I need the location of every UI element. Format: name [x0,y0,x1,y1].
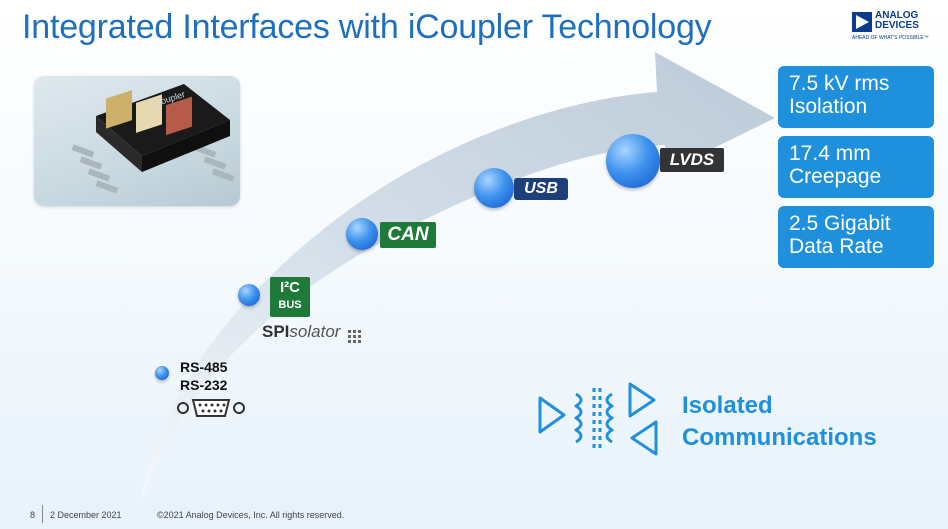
i2c-label: I²C [280,279,300,296]
i2c-node [238,284,260,306]
isolated-line2: Communications [682,424,877,451]
i2c-bus-badge: I²C BUS [270,277,310,317]
spi-grid-icon [348,330,361,343]
rs485-label: RS-485 [180,359,228,375]
can-badge: CAN [380,222,436,248]
spec-creepage-line2: Creepage [789,165,882,188]
spisolator-logo: SPIsolator [262,322,340,342]
rs232-label: RS-232 [180,377,228,393]
logo-tagline: AHEAD OF WHAT'S POSSIBLE™ [852,35,929,41]
rs-node [155,366,169,380]
spec-data-rate-line2: Data Rate [789,235,884,258]
spi-bold: SPI [262,322,290,341]
can-node [346,218,378,250]
logo-line1: ANALOG [875,10,919,21]
logo-wordmark: ANALOG DEVICES [875,11,935,31]
lvds-label: LVDS [669,150,715,169]
isolated-communications-label: Isolated Communications [682,390,877,454]
spec-data-rate-line1: 2.5 Gigabit [789,212,891,235]
rs-labels: RS-485 RS-232 [180,358,227,394]
footer-copyright: ©2021 Analog Devices, Inc. All rights re… [157,510,345,520]
spec-isolation: 7.5 kV rms Isolation [778,66,934,128]
usb-label: USB [524,180,558,197]
isolated-line1: Isolated [682,392,773,419]
spi-italic: solator [289,322,341,341]
spec-data-rate: 2.5 Gigabit Data Rate [778,206,934,268]
spec-creepage-line1: 17.4 mm [789,142,871,165]
footer-divider [42,505,43,523]
lvds-badge: LVDS [660,148,724,172]
analog-devices-logo: ANALOG DEVICES AHEAD OF WHAT'S POSSIBLE™ [852,11,935,46]
can-label: CAN [387,224,429,245]
isolator-symbol-icon [538,382,658,456]
icoupler-chip-photo: iCoupler [34,76,240,206]
db9-connector-icon [177,399,245,417]
page-number: 8 [30,510,36,520]
i2c-bus-label: BUS [278,299,302,311]
spec-isolation-line1: 7.5 kV rms [789,72,890,95]
lvds-node [606,134,660,188]
usb-badge: USB [514,178,568,200]
footer-date: 2 December 2021 [50,510,122,520]
slide-title: Integrated Interfaces with iCoupler Tech… [22,8,712,46]
logo-line2: DEVICES [875,20,919,31]
usb-node [474,168,514,208]
spec-isolation-line2: Isolation [789,95,868,118]
spec-creepage: 17.4 mm Creepage [778,136,934,198]
logo-triangle-icon [852,12,872,32]
